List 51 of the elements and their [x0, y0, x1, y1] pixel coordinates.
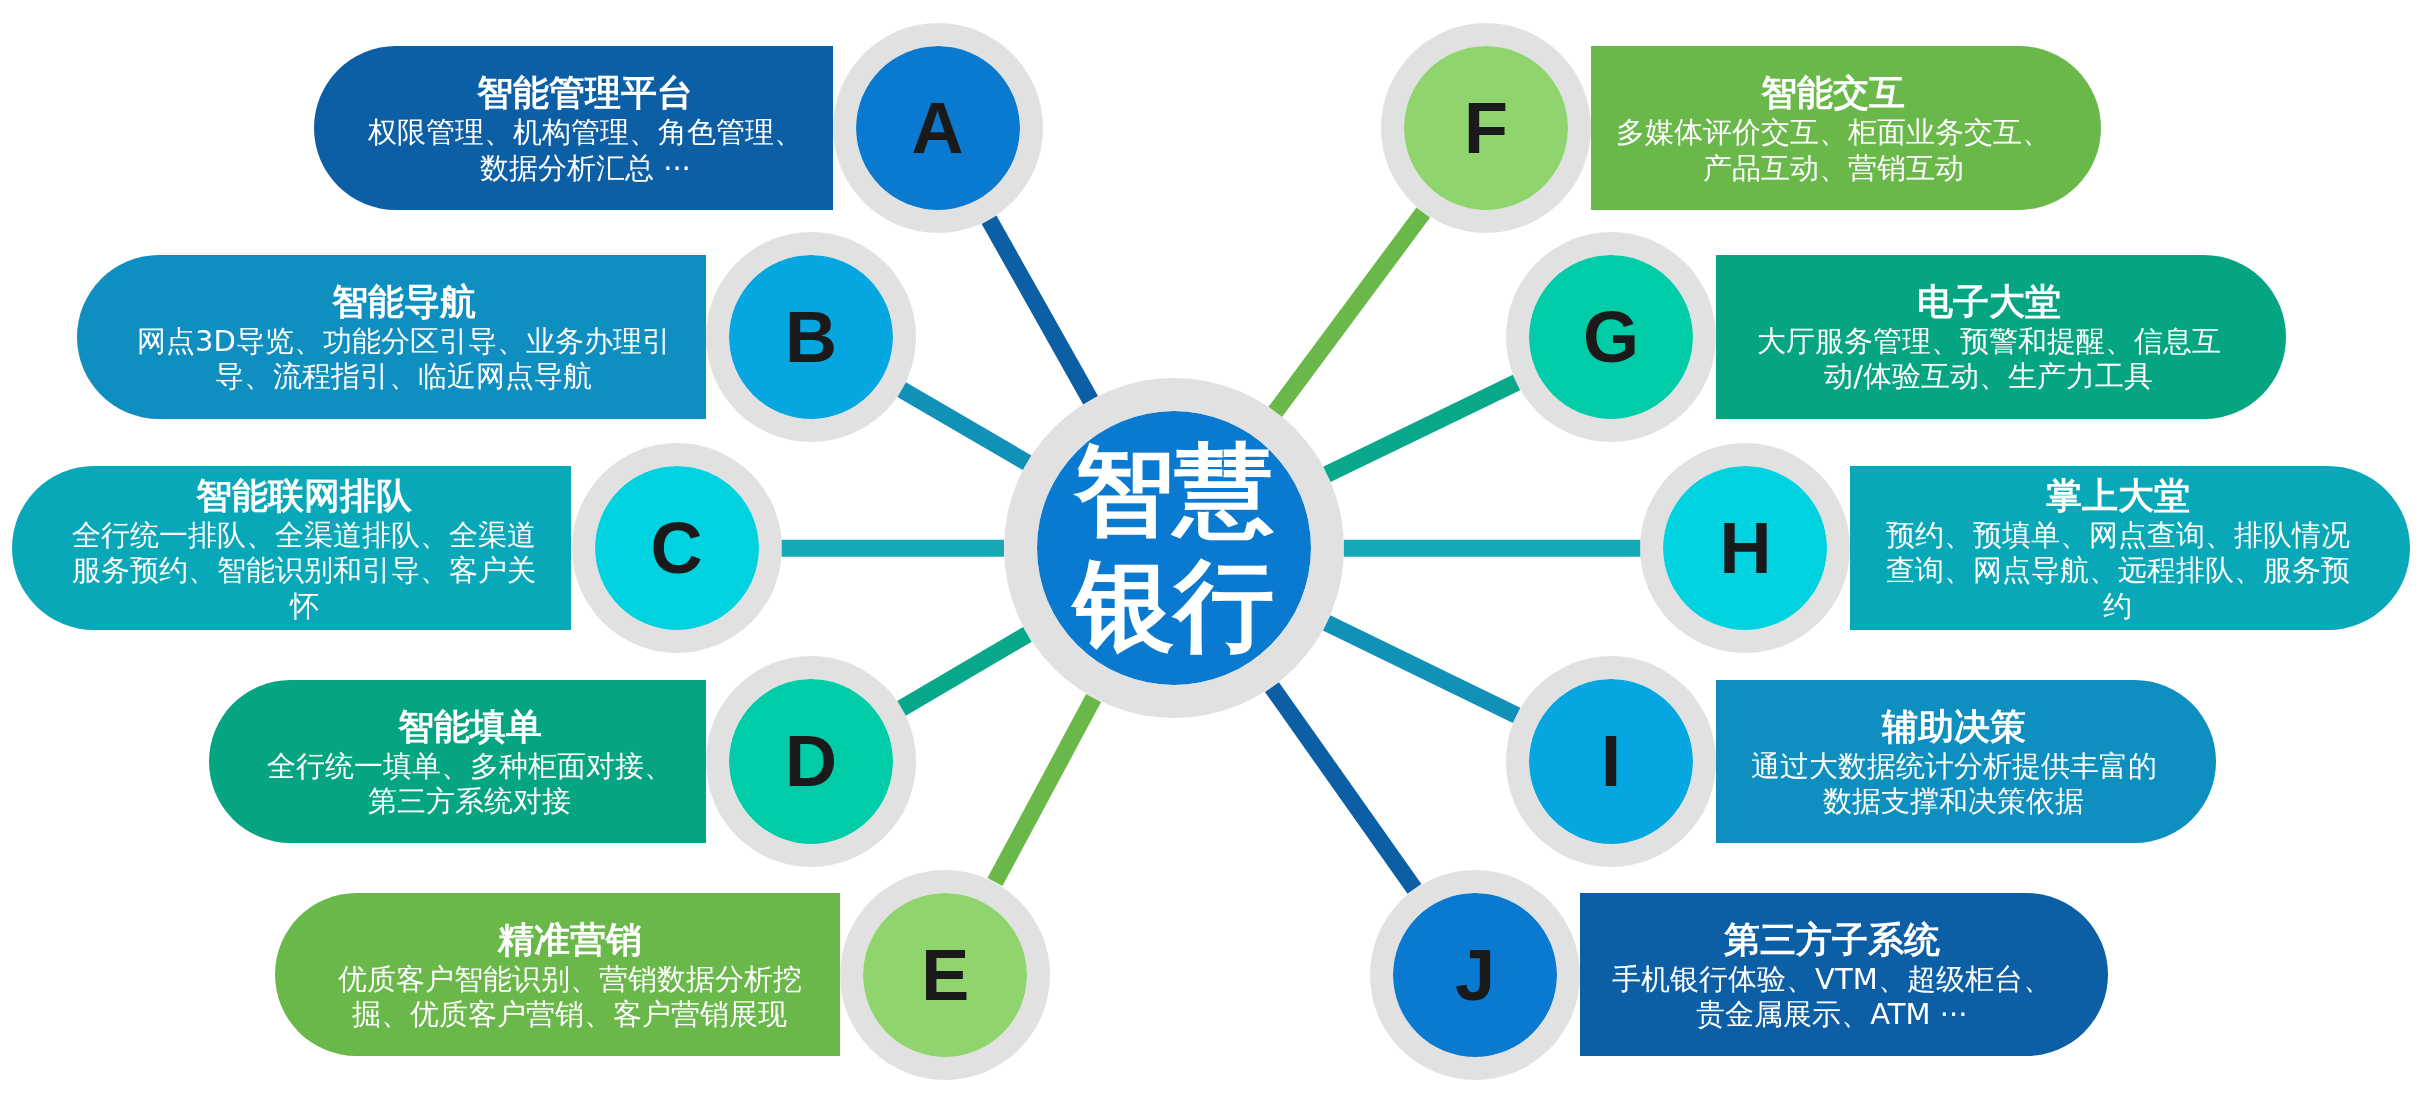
feature-description: 优质客户智能识别、营销数据分析挖掘、优质客户营销、客户营销展现 [336, 961, 803, 1033]
letter-label: J [1455, 933, 1496, 1016]
connector-line [987, 694, 1102, 887]
feature-title: 精准营销 [497, 917, 642, 962]
feature-title: 智能联网排队 [196, 473, 413, 518]
connector-line [1268, 207, 1431, 417]
letter-label: C [650, 507, 703, 590]
feature-title: 智能填单 [397, 704, 542, 749]
feature-description: 大厅服务管理、预警和提醒、信息互动/体验互动、生产力工具 [1755, 323, 2222, 395]
feature-pill [1590, 46, 2101, 211]
feature-title: 智能导航 [331, 279, 476, 324]
connector-line [1265, 682, 1422, 894]
feature-pill [1850, 466, 2410, 631]
feature-pill [12, 466, 572, 631]
letter-label: I [1601, 720, 1621, 803]
connector-line [781, 539, 1004, 557]
feature-title: 第三方子系统 [1723, 917, 1940, 962]
feature-description: 网点3D导览、功能分区引导、业务办理引导、流程指引、临近网点导航 [136, 323, 672, 395]
connector-line [1323, 374, 1521, 482]
feature-title: 电子大堂 [1916, 279, 2061, 324]
hub-title: 智慧银行 [1070, 433, 1275, 664]
feature-description: 多媒体评价交互、柜面业务交互、产品互动、营销互动 [1614, 115, 2052, 187]
feature-pill [1716, 254, 2286, 419]
feature-title: 辅助决策 [1881, 704, 2026, 749]
feature-description: 全行统一排队、全渠道排队、全渠道服务预约、智能识别和引导、客户关怀 [71, 517, 538, 624]
feature-pill [208, 679, 706, 844]
connector-line [897, 382, 1032, 471]
feature-description: 通过大数据统计分析提供丰富的数据支撑和决策依据 [1749, 748, 2158, 820]
feature-description: 手机银行体验、VTM、超级柜台、贵金属展示、ATM ··· [1611, 961, 2053, 1033]
connector-line [1343, 539, 1641, 557]
feature-pill [77, 254, 706, 419]
letter-label: D [784, 720, 837, 803]
letter-label: G [1583, 295, 1639, 378]
feature-title: 智能交互 [1761, 71, 1906, 116]
feature-pill [313, 46, 833, 211]
letter-label: H [1719, 507, 1772, 590]
connector-line [981, 215, 1098, 405]
feature-description: 全行统一填单、多种柜面对接、第三方系统对接 [265, 748, 674, 820]
feature-title: 掌上大堂 [2045, 473, 2190, 518]
feature-title: 智能管理平台 [477, 71, 694, 116]
feature-pill [1580, 892, 2109, 1057]
feature-pill [1716, 679, 2217, 844]
letter-label: A [911, 87, 964, 170]
feature-description: 权限管理、机构管理、角色管理、数据分析汇总 ··· [366, 115, 804, 187]
connector-line [1322, 615, 1521, 724]
connector-line [897, 627, 1032, 716]
feature-pill [274, 892, 841, 1057]
letter-label: F [1463, 87, 1508, 170]
feature-description: 预约、预填单、网点查询、排队情况查询、网点导航、远程排队、服务预约 [1884, 517, 2351, 624]
letter-label: B [784, 295, 837, 378]
letter-label: E [921, 933, 970, 1016]
